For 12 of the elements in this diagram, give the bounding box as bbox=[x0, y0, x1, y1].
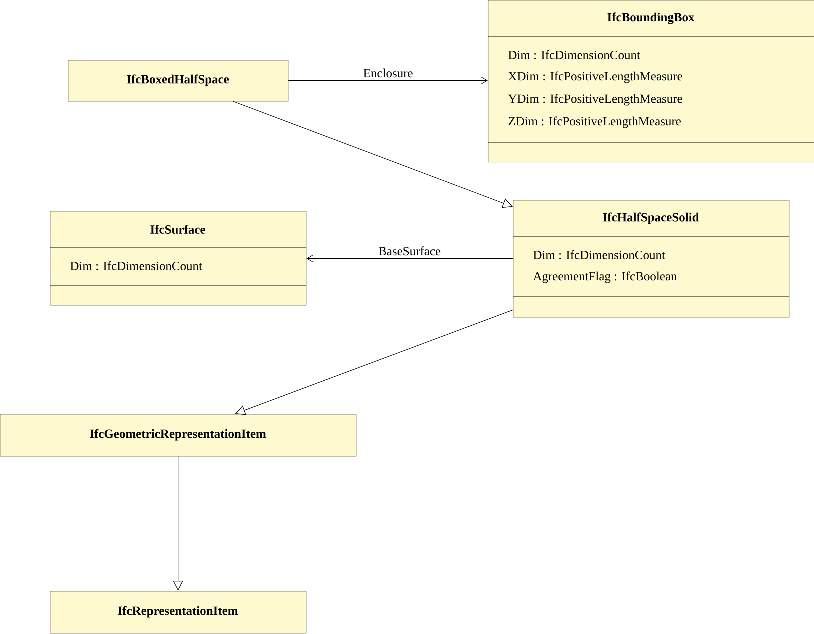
class-box: IfcGeometricRepresentationItem bbox=[0, 414, 357, 457]
arrow bbox=[306, 255, 514, 263]
arrow bbox=[233, 101, 513, 208]
class-box: IfcRepresentationItem bbox=[50, 591, 307, 634]
edge-label: Enclosure bbox=[362, 68, 414, 79]
arrow bbox=[173, 456, 184, 591]
class-box: IfcBoxedHalfSpace bbox=[68, 60, 289, 102]
class-box: IfcBoundingBox Dim : IfcDimensionCount XDim : IfcPositiveLengthMeasure YDim : IfcPositiveLengthMeasure ZDim : IfcPositiveLengthMeasure bbox=[488, 0, 814, 163]
class-box: IfcHalfSpaceSolid Dim : IfcDimensionCount AgreementFlag : IfcBoolean bbox=[512, 200, 790, 318]
class-box: IfcSurface Dim : IfcDimensionCount bbox=[50, 211, 307, 306]
edge-label: BaseSurface bbox=[378, 246, 442, 257]
arrow bbox=[288, 77, 488, 85]
